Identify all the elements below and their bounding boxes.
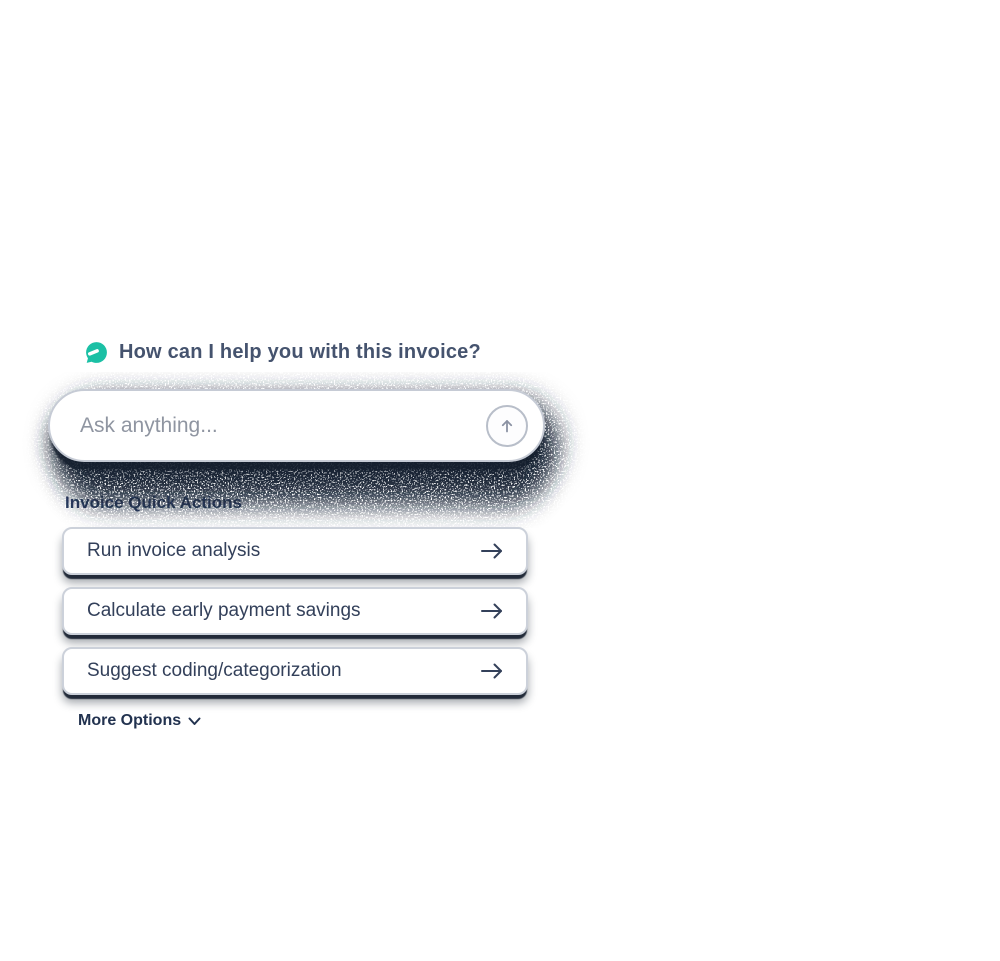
ask-input[interactable] bbox=[78, 412, 486, 439]
quick-actions-list: Run invoice analysis Calculate early pay… bbox=[62, 527, 528, 695]
quick-action-label: Run invoice analysis bbox=[87, 540, 261, 561]
more-options-button[interactable]: More Options bbox=[78, 712, 201, 730]
quick-action-calculate-savings[interactable]: Calculate early payment savings bbox=[62, 587, 528, 635]
chevron-down-icon bbox=[188, 717, 201, 726]
quick-action-label: Calculate early payment savings bbox=[87, 600, 361, 621]
arrow-right-icon bbox=[480, 602, 504, 620]
submit-button[interactable] bbox=[486, 404, 528, 447]
arrow-right-icon bbox=[480, 662, 504, 680]
quick-action-run-invoice-analysis[interactable]: Run invoice analysis bbox=[62, 527, 528, 575]
arrow-up-icon bbox=[498, 417, 516, 435]
quick-action-label: Suggest coding/categorization bbox=[87, 660, 342, 681]
quick-action-suggest-coding[interactable]: Suggest coding/categorization bbox=[62, 647, 528, 695]
quick-actions-label: Invoice Quick Actions bbox=[65, 493, 242, 512]
assistant-greeting: How can I help you with this invoice? bbox=[119, 341, 481, 363]
arrow-right-icon bbox=[480, 542, 504, 560]
more-options-label: More Options bbox=[78, 712, 182, 729]
assistant-greeting-row: How can I help you with this invoice? bbox=[84, 340, 481, 365]
chat-bubble-icon bbox=[84, 340, 109, 365]
ask-input-container bbox=[48, 389, 545, 462]
